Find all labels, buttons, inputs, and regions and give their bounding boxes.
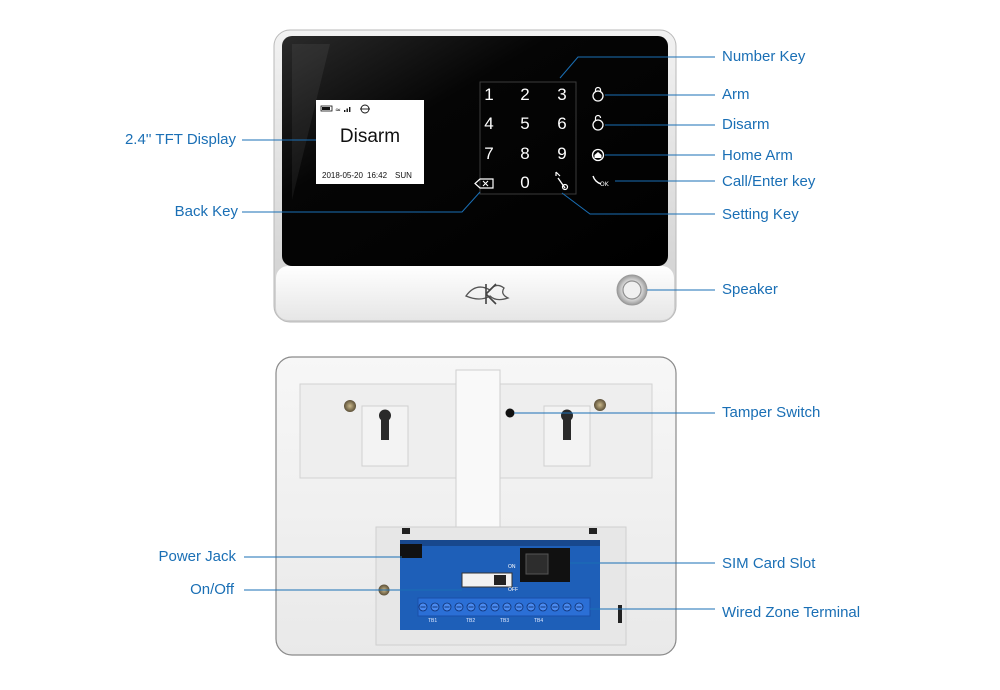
label-back-key: Back Key — [174, 203, 238, 220]
front-panel: ≈ — [273, 29, 677, 323]
right-keyhole — [561, 409, 573, 440]
battery-icon — [320, 105, 333, 112]
setting-key-leader — [561, 192, 715, 215]
mode-icon — [360, 104, 370, 114]
wifi-icon: ≈ — [335, 106, 341, 114]
switch-on-label: ON — [508, 564, 516, 570]
back-panel — [275, 356, 677, 656]
label-number-key: Number Key — [722, 48, 806, 65]
screen-day: SUN — [395, 171, 412, 180]
glass-reflection — [292, 44, 330, 200]
speaker-grille — [616, 274, 648, 306]
signal-icon — [344, 107, 351, 112]
disarm-key-icon[interactable] — [592, 114, 604, 131]
key-2[interactable]: 2 — [520, 85, 530, 104]
key-3[interactable]: 3 — [557, 85, 567, 104]
pcb-shadow — [400, 540, 600, 546]
terminal-group-tb3: TB3 — [500, 618, 510, 624]
label-arm: Arm — [722, 86, 750, 103]
home-arm-key-icon[interactable] — [591, 148, 605, 162]
back-key-leader — [242, 191, 481, 213]
label-setting-key: Setting Key — [722, 206, 799, 223]
label-home-arm: Home Arm — [722, 147, 793, 164]
terminal-group-tb1: TB1 — [428, 618, 438, 624]
setting-key-icon[interactable] — [555, 171, 569, 191]
on-off-slider[interactable] — [494, 575, 506, 585]
left-keyhole — [379, 409, 392, 440]
label-on-off: On/Off — [190, 581, 234, 598]
terminal-group-tb2: TB2 — [466, 618, 476, 624]
tamper-switch-hole — [505, 408, 515, 418]
keypad-area — [479, 81, 577, 195]
power-jack — [400, 544, 422, 558]
back-clip-mid — [589, 528, 597, 534]
tft-screen — [316, 100, 424, 184]
label-tft-display: 2.4'' TFT Display — [124, 131, 236, 148]
label-tamper-switch: Tamper Switch — [722, 404, 821, 421]
label-speaker: Speaker — [722, 281, 778, 298]
glass-panel — [282, 36, 668, 266]
key-4[interactable]: 4 — [484, 114, 494, 133]
screw-top-right — [594, 399, 606, 411]
key-8[interactable]: 8 — [520, 144, 530, 163]
label-call-enter-key: Call/Enter key — [722, 173, 816, 190]
key-7[interactable]: 7 — [484, 144, 494, 163]
svg-text:OK: OK — [600, 181, 610, 188]
label-wired-zone-terminal: Wired Zone Terminal — [722, 604, 861, 621]
screw-top-left — [344, 400, 356, 412]
sim-card-contacts — [525, 553, 549, 575]
screen-status-text: Disarm — [339, 126, 401, 147]
key-9[interactable]: 9 — [557, 144, 567, 163]
screen-time: 16:42 — [367, 171, 388, 180]
back-key-icon[interactable] — [474, 178, 494, 189]
key-5[interactable]: 5 — [520, 114, 530, 133]
arm-key-icon[interactable] — [592, 86, 604, 102]
call-enter-key-icon[interactable]: OK — [592, 175, 610, 188]
screen-date: 2018-05-20 — [322, 171, 363, 180]
key-0[interactable]: 0 — [520, 173, 530, 192]
brand-logo — [465, 283, 510, 305]
key-6[interactable]: 6 — [557, 114, 567, 133]
back-clip-left — [402, 528, 410, 534]
back-clip-right — [618, 605, 622, 623]
terminal-group-tb4: TB4 — [534, 618, 544, 624]
number-key-leader — [559, 56, 715, 79]
leader-lines — [242, 56, 715, 610]
switch-off-label: OFF — [508, 587, 518, 593]
label-sim-card-slot: SIM Card Slot — [722, 555, 816, 572]
label-disarm: Disarm — [722, 116, 770, 133]
front-base — [276, 266, 674, 320]
key-1[interactable]: 1 — [484, 85, 494, 104]
label-power-jack: Power Jack — [158, 548, 236, 565]
center-rib — [455, 369, 501, 541]
